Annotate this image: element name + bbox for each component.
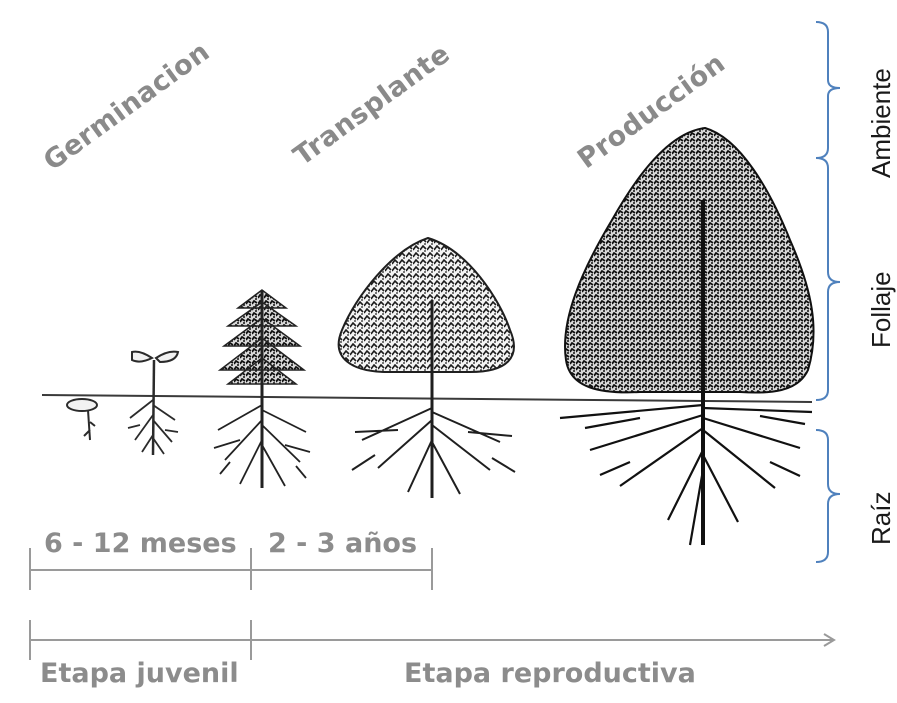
side-brackets [815,21,841,563]
follaje-bracket [815,157,841,401]
mature-tree-drawing [559,126,815,546]
reproductive-phase-label: Etapa reproductiva [404,658,696,689]
foliage-label: Follaje [866,271,896,348]
root-label: Raíz [866,491,896,545]
phase-timeline [29,620,836,660]
sprout-drawing [127,350,180,456]
seedling-drawing [213,289,311,488]
raiz-bracket [815,429,841,563]
duration-scale [29,548,433,590]
ambiente-bracket [815,21,841,159]
ground-line [41,394,813,403]
juvenile-phase-label: Etapa juvenil [40,658,239,689]
environment-label: Ambiente [866,68,896,178]
seed-drawing [66,398,98,441]
transplant-duration-label: 2 - 3 años [268,528,418,559]
young-tree-drawing [337,236,516,498]
juvenile-duration-label: 6 - 12 meses [44,528,237,559]
